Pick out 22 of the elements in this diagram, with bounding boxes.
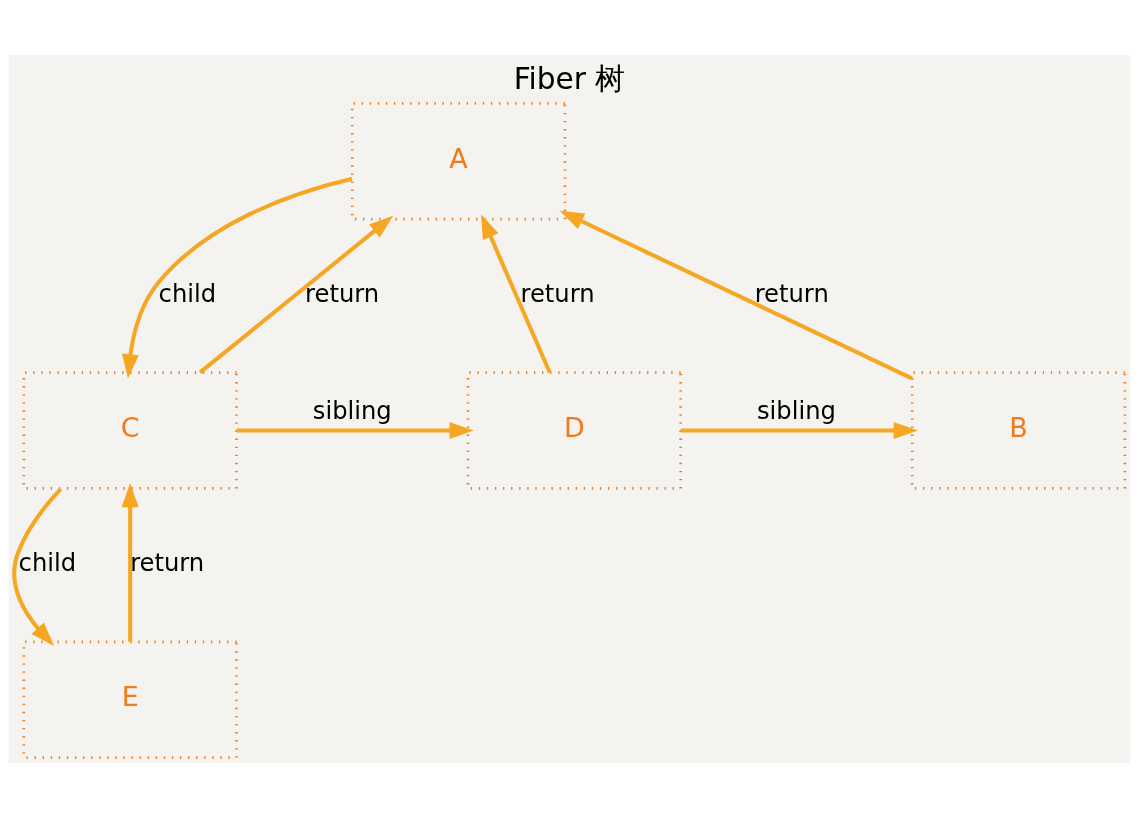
edge-label: return	[754, 279, 829, 308]
edge-label: child	[18, 548, 77, 577]
arrow	[559, 210, 913, 380]
arrow	[480, 213, 552, 373]
edge-label: child	[158, 279, 217, 308]
node-box: D	[466, 370, 683, 490]
arrow	[198, 215, 394, 374]
node-box: C	[22, 370, 238, 490]
edge-label: return	[130, 548, 205, 577]
diagram-title: Fiber 树	[513, 61, 626, 96]
node-box: E	[22, 640, 238, 759]
edge-label: sibling	[756, 396, 836, 425]
arrow	[121, 176, 353, 379]
node-box: B	[910, 370, 1127, 490]
arrow	[12, 487, 63, 646]
edge-label: sibling	[312, 396, 392, 425]
edge-label: return	[520, 279, 595, 308]
node-box: A	[350, 101, 567, 221]
arrow	[680, 421, 918, 439]
arrow	[236, 421, 474, 439]
arrow	[121, 482, 139, 642]
edge-label: return	[305, 279, 380, 308]
